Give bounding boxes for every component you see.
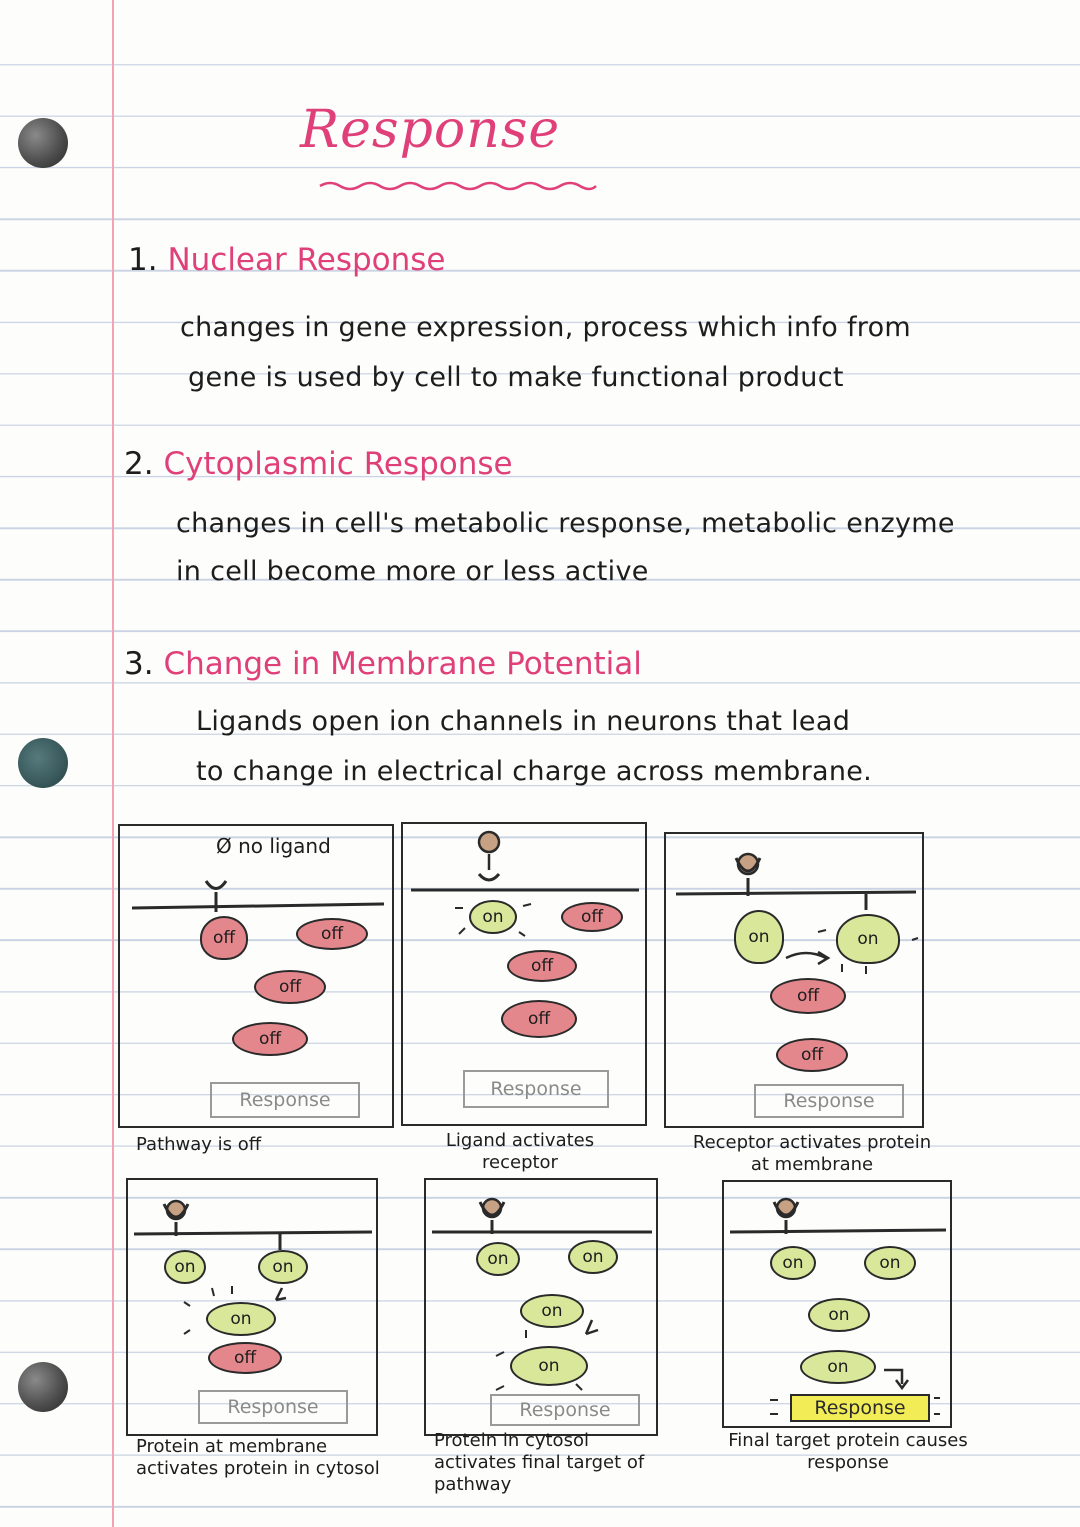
body-text: to change in electrical charge across me…	[196, 756, 873, 787]
section-heading: 3. Change in Membrane Potential	[124, 646, 642, 682]
receptor-protein-off: off	[200, 916, 248, 960]
receptor-protein-on: on	[164, 1250, 206, 1284]
section-heading: 2. Cytoplasmic Response	[124, 446, 513, 482]
pathway-panel-6: on on on on Response	[722, 1180, 952, 1428]
arrow-icon	[584, 1319, 599, 1336]
arrow-icon	[274, 1287, 287, 1302]
section-title: Cytoplasmic Response	[163, 446, 513, 482]
cytosol-protein-on: on	[206, 1302, 276, 1336]
panel-caption: Protein in cytosol activates final targe…	[434, 1430, 645, 1495]
binder-hole	[18, 1362, 68, 1412]
title-underline	[319, 181, 597, 191]
membrane-protein-on: on	[836, 914, 900, 964]
protein-off: off	[507, 950, 577, 982]
section-title: Change in Membrane Potential	[163, 646, 642, 682]
receptor-protein-on: on	[476, 1242, 520, 1276]
receptor-icon	[204, 880, 228, 890]
protein-off: off	[561, 902, 623, 932]
membrane-drawing	[131, 880, 385, 912]
protein-off: off	[770, 978, 846, 1014]
pathway-panel-1: Ø no ligand off off off off Response	[118, 824, 394, 1128]
binder-hole	[18, 118, 68, 168]
panel-caption: Ligand activates receptor	[445, 1130, 595, 1173]
receptor-protein-on: on	[734, 910, 784, 964]
arrow-icon	[785, 951, 827, 960]
response-box: Response	[463, 1070, 609, 1108]
panel-caption: Receptor activates protein at membrane	[692, 1132, 932, 1175]
pathway-panel-5: on on on on Response	[424, 1178, 658, 1436]
response-box: Response	[754, 1084, 904, 1118]
pathway-panel-3: on on off off Response	[664, 832, 924, 1128]
response-box-active: Response	[790, 1394, 930, 1422]
ligand-icon	[477, 830, 501, 854]
section-title: Nuclear Response	[167, 242, 446, 278]
margin-line	[112, 0, 114, 1527]
response-box: Response	[490, 1394, 640, 1426]
cytosol-protein-on: on	[520, 1294, 584, 1328]
response-box: Response	[210, 1082, 360, 1118]
membrane-drawing	[432, 1197, 652, 1391]
page-title: Response	[300, 100, 561, 160]
section-heading: 1. Nuclear Response	[128, 242, 445, 278]
target-protein-on: on	[510, 1346, 588, 1386]
no-ligand-label: Ø no ligand	[216, 834, 331, 858]
membrane-drawing	[411, 830, 639, 937]
binder-hole	[18, 738, 68, 788]
body-text: in cell become more or less active	[176, 556, 649, 587]
panel-caption: Protein at membrane activates protein in…	[136, 1436, 380, 1479]
body-text: Ligands open ion channels in neurons tha…	[196, 706, 851, 737]
body-text: changes in cell's metabolic response, me…	[176, 508, 955, 539]
pathway-panel-4: on on on off Response	[126, 1178, 378, 1436]
body-text: gene is used by cell to make functional …	[188, 362, 844, 393]
protein-off: off	[501, 1000, 577, 1038]
body-text: changes in gene expression, process whic…	[180, 312, 911, 343]
section-number: 3.	[124, 646, 154, 682]
arrow-icon	[884, 1368, 904, 1384]
receptor-protein-on: on	[469, 900, 517, 934]
cytosol-protein-on: on	[808, 1298, 870, 1332]
membrane-protein-on: on	[258, 1250, 308, 1284]
panel-caption: Final target protein causes response	[728, 1430, 968, 1473]
membrane-protein-on: on	[568, 1240, 618, 1274]
response-box: Response	[198, 1390, 348, 1424]
membrane-drawing	[675, 852, 919, 974]
protein-off: off	[232, 1022, 308, 1056]
section-number: 1.	[128, 242, 158, 278]
protein-off: off	[208, 1342, 282, 1374]
protein-off: off	[254, 970, 326, 1004]
target-protein-on: on	[800, 1350, 876, 1384]
protein-off: off	[296, 918, 368, 950]
membrane-drawing	[133, 1199, 373, 1335]
protein-off: off	[776, 1038, 848, 1072]
membrane-drawing	[729, 1197, 947, 1415]
receptor-protein-on: on	[770, 1246, 816, 1280]
pathway-panel-2: on off off off Response	[401, 822, 647, 1126]
membrane-protein-on: on	[864, 1246, 916, 1280]
section-number: 2.	[124, 446, 154, 482]
panel-caption: Pathway is off	[136, 1134, 262, 1155]
